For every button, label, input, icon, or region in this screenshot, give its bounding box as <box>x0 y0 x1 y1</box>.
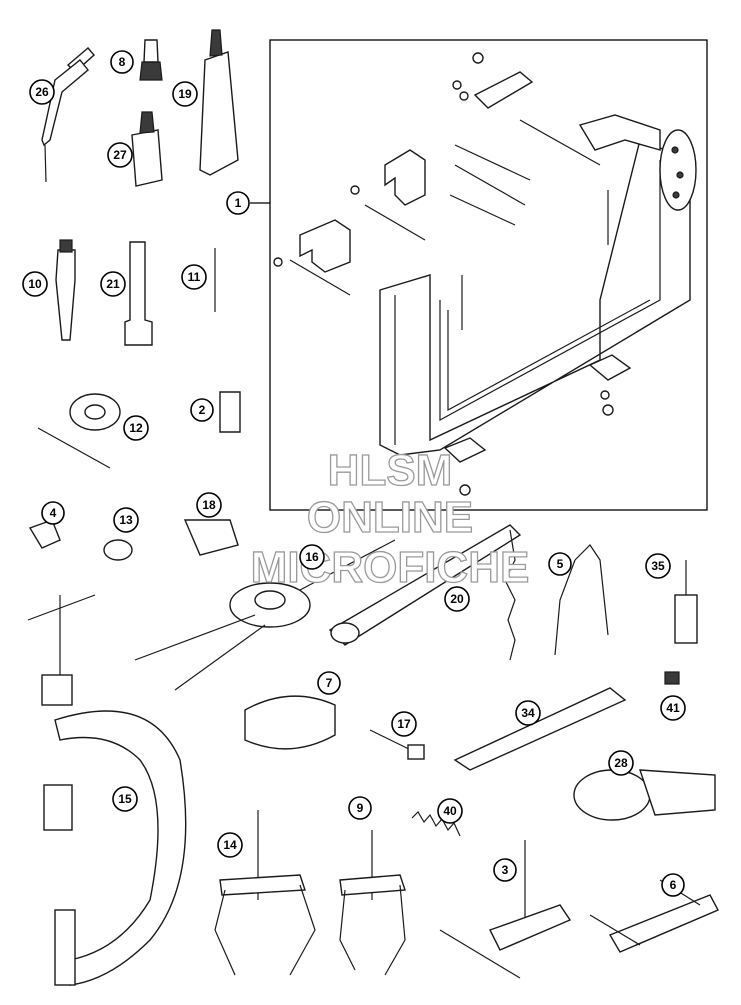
bar-6 <box>589 879 719 953</box>
callout-2: 2 <box>190 398 214 422</box>
callout-35: 35 <box>645 553 671 579</box>
callout-12: 12 <box>123 415 149 441</box>
callout-16: 16 <box>299 544 325 570</box>
callout-21-label: 21 <box>106 277 120 291</box>
callout-11: 11 <box>181 264 207 290</box>
cone-4 <box>28 519 61 549</box>
watermark-line-3: MICROFICHE <box>251 543 530 592</box>
callout-10: 10 <box>22 271 48 297</box>
stand-link-plate <box>473 71 534 109</box>
callout-12-label: 12 <box>129 421 143 435</box>
drift-tool-21 <box>124 241 153 346</box>
callout-13-label: 13 <box>119 513 133 527</box>
engine-stand-assembly <box>250 39 708 511</box>
callout-19-label: 19 <box>178 87 192 101</box>
callout-40-label: 40 <box>443 804 457 818</box>
callout-9-label: 9 <box>357 801 364 815</box>
puller-tool-10 <box>55 239 76 341</box>
holding-plate-28 <box>573 769 716 821</box>
callout-40: 40 <box>437 798 463 824</box>
callout-28-label: 28 <box>614 756 628 770</box>
watermark-line-1: HLSM <box>328 446 453 495</box>
extractor-3 <box>439 840 572 979</box>
puller-9 <box>339 830 406 976</box>
callout-41: 41 <box>660 695 686 721</box>
nut-13 <box>103 539 133 561</box>
bracket-2 <box>219 391 241 433</box>
stand-u-bracket-lower <box>299 219 351 273</box>
callout-19: 19 <box>172 81 198 107</box>
stand-spacer-plate <box>588 354 632 381</box>
circlip-pliers-5 <box>554 544 609 656</box>
callout-4: 4 <box>41 501 65 525</box>
callout-1-label: 1 <box>235 196 242 210</box>
callout-18: 18 <box>196 492 222 518</box>
callout-7: 7 <box>317 671 341 695</box>
puller-16 <box>134 539 396 691</box>
c-clamp-15 <box>27 594 187 986</box>
callout-11-label: 11 <box>188 270 201 284</box>
callout-4-label: 4 <box>50 506 57 520</box>
holder-20 <box>328 524 522 661</box>
syringe-tool <box>41 47 95 183</box>
sealant-tube <box>199 29 239 176</box>
puller-14 <box>214 810 316 976</box>
callout-17-label: 17 <box>397 717 411 731</box>
small-bottle-8 <box>139 39 163 81</box>
callout-34-label: 34 <box>521 706 535 720</box>
callout-15: 15 <box>112 786 138 812</box>
watermark-line-2: ONLINE <box>307 493 473 542</box>
callout-13: 13 <box>113 507 139 533</box>
callout-8: 8 <box>110 50 134 74</box>
callout-14-label: 14 <box>223 838 237 852</box>
callout-16-label: 16 <box>305 550 319 564</box>
callout-26: 26 <box>29 79 55 105</box>
stand-u-bracket-upper <box>384 149 426 206</box>
callout-20-label: 20 <box>450 592 464 606</box>
piston-ring-7 <box>244 695 336 750</box>
callout-10-label: 10 <box>28 277 42 291</box>
callout-9: 9 <box>348 796 372 820</box>
callout-27: 27 <box>107 142 133 168</box>
callout-6-label: 6 <box>670 878 677 892</box>
callout-28: 28 <box>608 750 634 776</box>
callout-41-label: 41 <box>666 701 680 715</box>
callout-14: 14 <box>217 832 243 858</box>
screw-41 <box>664 671 680 685</box>
sleeve-35 <box>674 560 698 644</box>
callout-15-label: 15 <box>118 792 132 806</box>
watermark: HLSM ONLINE MICROFICHE <box>250 445 530 592</box>
spring-40 <box>411 811 461 837</box>
callout-2-label: 2 <box>199 403 206 417</box>
stand-pivot-disc <box>659 129 697 211</box>
callout-21: 21 <box>100 271 126 297</box>
stand-main-frame <box>379 139 691 456</box>
adapter-18 <box>183 519 239 556</box>
engine-stand-frame-box <box>269 39 708 511</box>
callout-8-label: 8 <box>119 55 126 69</box>
spanner-34 <box>453 687 627 771</box>
callout-5-label: 5 <box>557 557 564 571</box>
callout-3: 3 <box>493 858 517 882</box>
bolt-and-ring-12 <box>37 393 121 469</box>
callout-26-label: 26 <box>35 85 49 99</box>
callout-1: 1 <box>226 191 250 215</box>
callout-35-label: 35 <box>651 559 665 573</box>
callout-17: 17 <box>391 711 417 737</box>
callout-6: 6 <box>661 873 685 897</box>
threadlock-bottle-27 <box>131 111 163 187</box>
stand-foot-plate <box>443 437 487 463</box>
stand-upper-bracket <box>578 114 661 151</box>
callout-7-label: 7 <box>326 676 333 690</box>
callout-18-label: 18 <box>202 498 216 512</box>
callout-20: 20 <box>444 586 470 612</box>
callout-34: 34 <box>515 700 541 726</box>
callout-3-label: 3 <box>502 863 509 877</box>
probe-17 <box>369 729 425 760</box>
callout-5: 5 <box>548 552 572 576</box>
callout-27-label: 27 <box>113 148 127 162</box>
